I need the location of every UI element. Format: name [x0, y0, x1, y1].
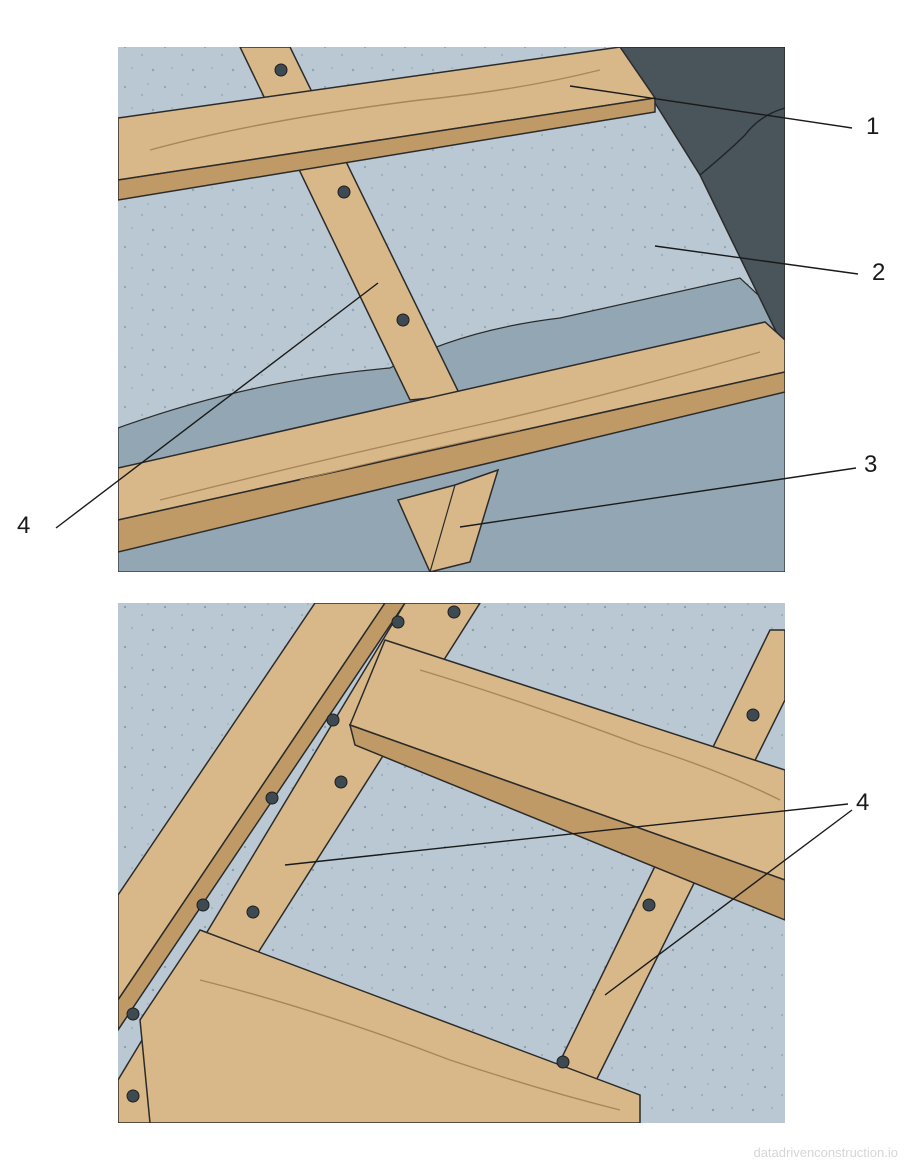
- screw: [265, 791, 279, 805]
- screw: [447, 605, 461, 619]
- callout-4-top: 4: [17, 512, 30, 539]
- wall: [619, 47, 785, 351]
- beam-lower-top: [118, 321, 785, 521]
- screw: [326, 713, 340, 727]
- screw: [642, 898, 656, 912]
- screw: [274, 63, 288, 77]
- screw: [126, 1007, 140, 1021]
- callout-3: 3: [864, 451, 877, 478]
- screw: [196, 898, 210, 912]
- screw: [556, 1055, 570, 1069]
- post: [396, 468, 500, 572]
- screw: [396, 313, 410, 327]
- watermark: datadrivenconstruction.io: [753, 1145, 898, 1160]
- beam-cross-lower: [139, 929, 641, 1123]
- bottom-panel: [118, 603, 785, 1123]
- callout-4-bottom: 4: [856, 789, 869, 816]
- screw: [246, 905, 260, 919]
- callout-1: 1: [866, 113, 879, 140]
- screw: [746, 708, 760, 722]
- top-panel: [118, 47, 785, 572]
- leader-lines-bottom: [284, 803, 853, 996]
- beam-cross-upper: [349, 639, 785, 881]
- screw: [391, 615, 405, 629]
- screw: [126, 1089, 140, 1103]
- callout-2: 2: [872, 259, 885, 286]
- leader-lines-top: [55, 85, 859, 529]
- screw: [337, 185, 351, 199]
- screw: [334, 775, 348, 789]
